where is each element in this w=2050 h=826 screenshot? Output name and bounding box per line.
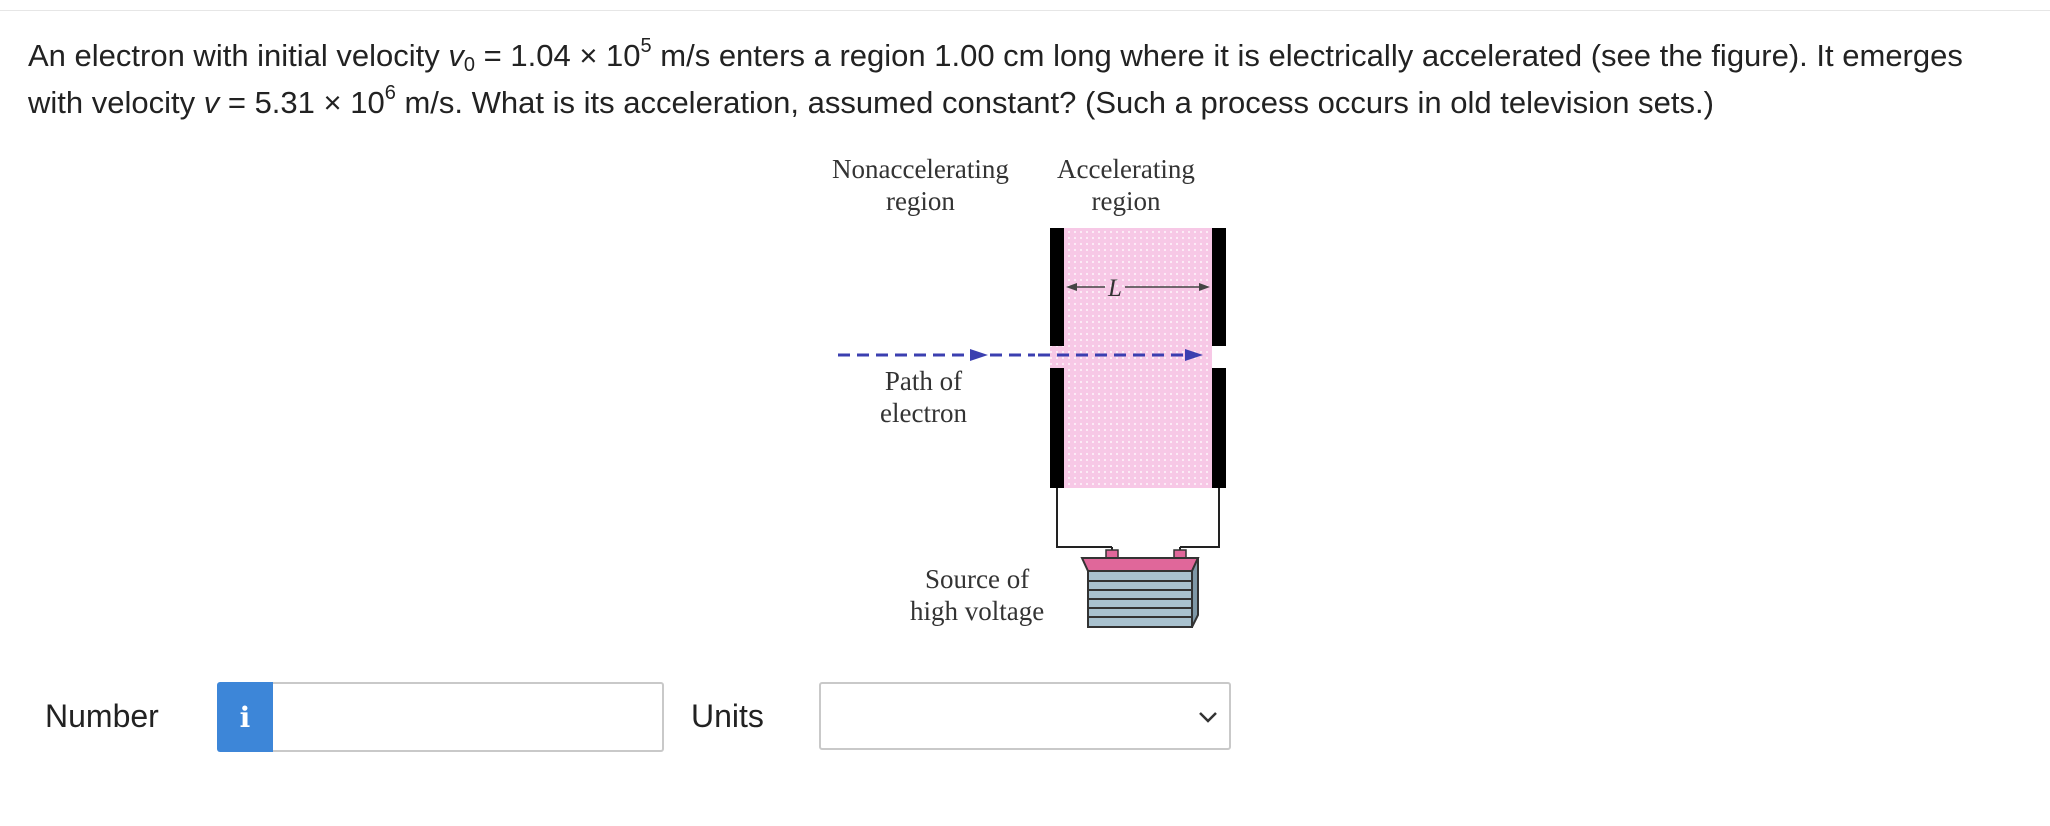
circuit-wires (1056, 488, 1220, 554)
accelerating-region-label: Accelerating region (1057, 154, 1195, 216)
units-label: Units (691, 698, 764, 734)
info-icon: i (239, 700, 251, 734)
left-plate-top (1050, 228, 1064, 346)
source-of-high-voltage-label: Source of high voltage (910, 564, 1045, 626)
path-of-electron-label: Path of electron (880, 366, 967, 428)
figure-drawing: L (838, 228, 1226, 628)
units-select[interactable] (819, 682, 1231, 750)
left-plate-bottom (1050, 368, 1064, 488)
battery-icon (1080, 549, 1200, 628)
top-divider (0, 10, 2050, 11)
length-dimension-arrow (1066, 283, 1210, 291)
question-text: An electron with initial velocity v0 = 1… (28, 35, 1963, 120)
accelerating-region-figure: L Nonaccelerating (820, 145, 1250, 645)
right-plate-top (1212, 228, 1226, 346)
right-plate-bottom (1212, 368, 1226, 488)
nonaccelerating-region-label: Nonaccelerating region (832, 154, 1009, 216)
length-symbol: L (1107, 275, 1122, 302)
v0-symbol: v (448, 38, 464, 73)
number-input[interactable] (273, 682, 664, 752)
number-label: Number (45, 698, 159, 734)
chevron-down-icon (1197, 706, 1219, 733)
v-symbol: v (203, 85, 220, 120)
info-button[interactable]: i (217, 682, 273, 752)
answer-row: Number i Units (0, 680, 2050, 755)
electron-path-arrow (838, 349, 1203, 361)
